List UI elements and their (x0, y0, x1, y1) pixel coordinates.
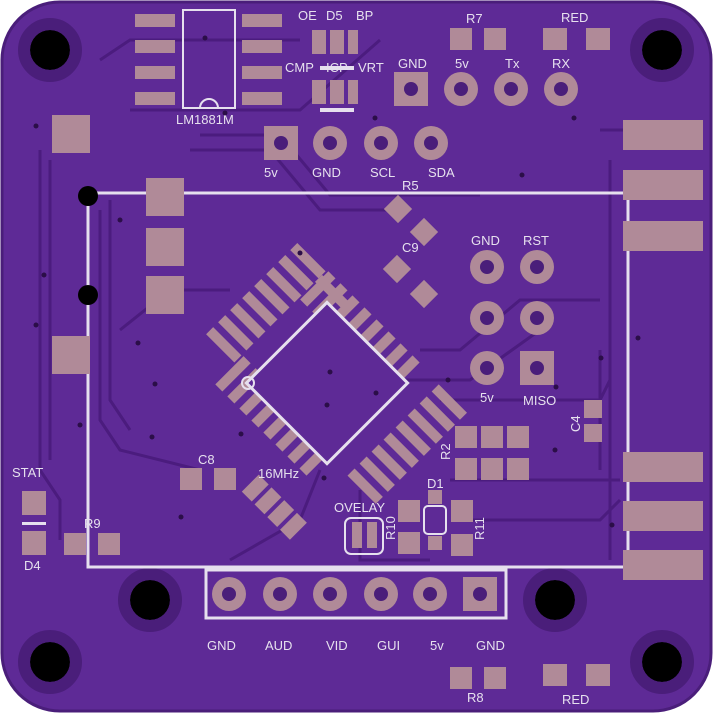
label-serial-gnd: GND (398, 56, 427, 71)
label-ic-lm1881m: LM1881M (176, 112, 234, 127)
pad-r10-a (398, 500, 420, 522)
label-i2c-sda: SDA (428, 165, 455, 180)
mount-hole-tl (30, 30, 70, 70)
pad-red-bottom-a (543, 664, 567, 686)
label-d4: D4 (24, 558, 41, 573)
pad-red-top-b (586, 28, 610, 50)
label-red-top: RED (561, 10, 588, 25)
pad-r8-a (450, 667, 472, 689)
pad-r9-a (64, 533, 86, 555)
i2c-header (264, 126, 448, 160)
pad-c4-a (584, 400, 602, 418)
mount-hole-ml (130, 580, 170, 620)
mount-hole-br (642, 642, 682, 682)
r2-cluster (455, 426, 529, 480)
label-bp: BP (356, 8, 373, 23)
pad-left-1 (52, 115, 90, 153)
label-r9: R9 (84, 516, 101, 531)
label-cmp: CMP (285, 60, 314, 75)
label-oe: OE (298, 8, 317, 23)
label-i2c-gnd: GND (312, 165, 341, 180)
label-r2: R2 (438, 443, 453, 460)
pad-red-top-a (543, 28, 567, 50)
pad-red-bottom-b (586, 664, 610, 686)
label-stat: STAT (12, 465, 43, 480)
label-hdr-vid: VID (326, 638, 348, 653)
pad-d4-b (22, 531, 46, 555)
pad-ovelay-a (352, 522, 362, 548)
pad-left-2 (52, 336, 90, 374)
label-icp: ICP (326, 60, 348, 75)
pad-c4-b (584, 424, 602, 442)
label-r11: R11 (472, 517, 487, 540)
pad-ovelay-b (367, 522, 377, 548)
label-c8: C8 (198, 452, 215, 467)
mcu-pin1-marker (241, 376, 255, 390)
label-hdr-aud: AUD (265, 638, 292, 653)
isp-header (470, 250, 554, 385)
pad-c8-a (180, 468, 202, 490)
serial-header (394, 72, 578, 106)
vias (33, 35, 641, 528)
label-i2c-5v: 5v (264, 165, 278, 180)
pad-reg-2 (146, 228, 184, 266)
frame-hole-1 (78, 186, 98, 206)
silk-frame (86, 191, 630, 569)
ovelay-outline (344, 517, 384, 555)
label-hdr-gui: GUI (377, 638, 400, 653)
mcu-outline (244, 300, 410, 466)
pad-c8-b (214, 468, 236, 490)
ic-lm1881m: LM1881M (135, 9, 282, 127)
label-c4: C4 (568, 415, 583, 432)
label-r8: R8 (467, 690, 484, 705)
label-ovelay: OVELAY (334, 500, 385, 515)
crystal-16mhz (241, 474, 307, 540)
pad-reg-3 (146, 276, 184, 314)
label-r5: R5 (402, 178, 419, 193)
pad-reg-1 (146, 178, 184, 216)
label-c9: C9 (402, 240, 419, 255)
label-d1: D1 (427, 476, 444, 491)
pad-r7-a (450, 28, 472, 50)
label-r7: R7 (466, 11, 483, 26)
edge-pads-right (623, 120, 703, 580)
label-isp-rst: RST (523, 233, 549, 248)
pad-r10-b (398, 532, 420, 554)
label-d5: D5 (326, 8, 343, 23)
pad-r8-b (484, 667, 506, 689)
label-serial-5v: 5v (455, 56, 469, 71)
pad-r9-b (98, 533, 120, 555)
label-vrt: VRT (358, 60, 384, 75)
jumper-block (312, 30, 358, 104)
mount-hole-mr (535, 580, 575, 620)
pad-d1-a (428, 490, 442, 504)
label-isp-5v: 5v (480, 390, 494, 405)
mount-hole-tr (642, 30, 682, 70)
label-r10: R10 (383, 516, 398, 540)
mount-hole-bl (30, 642, 70, 682)
label-red-bottom: RED (562, 692, 589, 707)
label-serial-rx: RX (552, 56, 570, 71)
frame-hole-2 (78, 285, 98, 305)
label-serial-tx: Tx (505, 56, 520, 71)
pad-d4-a (22, 491, 46, 515)
pad-r7-b (484, 28, 506, 50)
pad-r11-a (451, 500, 473, 522)
label-isp-miso: MISO (523, 393, 556, 408)
pad-r11-b (451, 534, 473, 556)
bottom-header-outline (204, 568, 508, 620)
bottom-header-pins (212, 577, 497, 611)
label-16mhz: 16MHz (258, 466, 299, 481)
label-hdr-gnd1: GND (207, 638, 236, 653)
label-hdr-gnd2: GND (476, 638, 505, 653)
pad-d1-b (428, 536, 442, 550)
label-isp-gnd: GND (471, 233, 500, 248)
mounting-holes (30, 30, 682, 682)
label-i2c-scl: SCL (370, 165, 395, 180)
label-hdr-5v: 5v (430, 638, 444, 653)
